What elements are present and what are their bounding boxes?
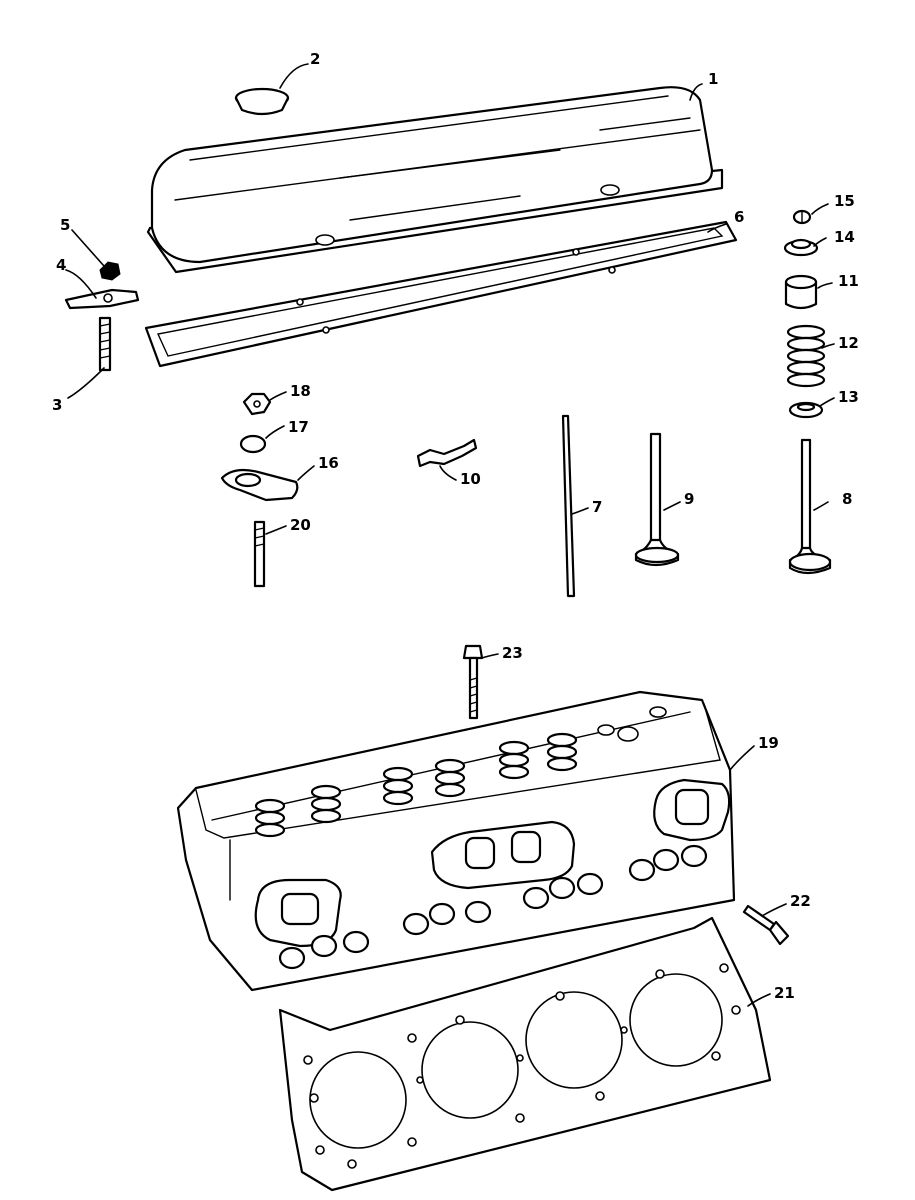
callout-22: 22 (790, 892, 811, 910)
part-12-valve-spring (786, 324, 826, 388)
part-4-bracket (64, 288, 140, 310)
callout-18: 18 (290, 382, 311, 400)
part-9-intake-valve (634, 432, 680, 567)
callout-1: 1 (708, 70, 718, 88)
callout-7: 7 (592, 498, 602, 516)
part-8-exhaust-valve (788, 438, 832, 575)
callout-21: 21 (774, 984, 795, 1002)
part-10-pushrod-guide (416, 438, 478, 468)
callout-3: 3 (52, 396, 62, 414)
part-3-stud (98, 316, 112, 372)
part-21-head-gasket (278, 916, 772, 1192)
callout-23: 23 (502, 644, 523, 662)
part-20-rocker-stud (253, 520, 266, 588)
callout-14: 14 (834, 228, 855, 246)
callout-13: 13 (838, 388, 859, 406)
part-7-pushrod (561, 414, 576, 598)
callout-2: 2 (310, 50, 320, 68)
callout-8: 8 (842, 490, 852, 508)
part-19-cylinder-head (176, 690, 736, 992)
callout-19: 19 (758, 734, 779, 752)
callout-16: 16 (318, 454, 339, 472)
part-2-filler-cap (234, 87, 290, 116)
callout-10: 10 (460, 470, 481, 488)
callout-12: 12 (838, 334, 859, 352)
part-1-rocker-cover (146, 86, 724, 274)
callout-15: 15 (834, 192, 855, 210)
part-11-oil-shield (784, 274, 818, 310)
callout-9: 9 (684, 490, 694, 508)
part-18-rocker-nut (242, 392, 272, 416)
part-6-cover-gasket (144, 220, 738, 368)
part-14-valve-cap (783, 238, 819, 257)
callout-20: 20 (290, 516, 311, 534)
callout-labels: 1 2 3 4 5 6 7 8 9 10 11 12 13 14 15 16 1… (52, 50, 859, 1002)
part-16-rocker-arm (220, 468, 299, 502)
callout-17: 17 (288, 418, 309, 436)
part-13-spring-cap (788, 401, 824, 419)
callout-6: 6 (734, 208, 744, 226)
part-15-valve-key (792, 209, 812, 225)
part-23-head-bolt (462, 644, 484, 720)
callout-4: 4 (56, 256, 66, 274)
part-22-bolt (742, 904, 790, 946)
part-17-rocker-ball (239, 434, 267, 454)
leader-lines (65, 63, 835, 1007)
callout-11: 11 (838, 272, 859, 290)
callout-5: 5 (60, 216, 70, 234)
part-5-nut (99, 261, 121, 281)
